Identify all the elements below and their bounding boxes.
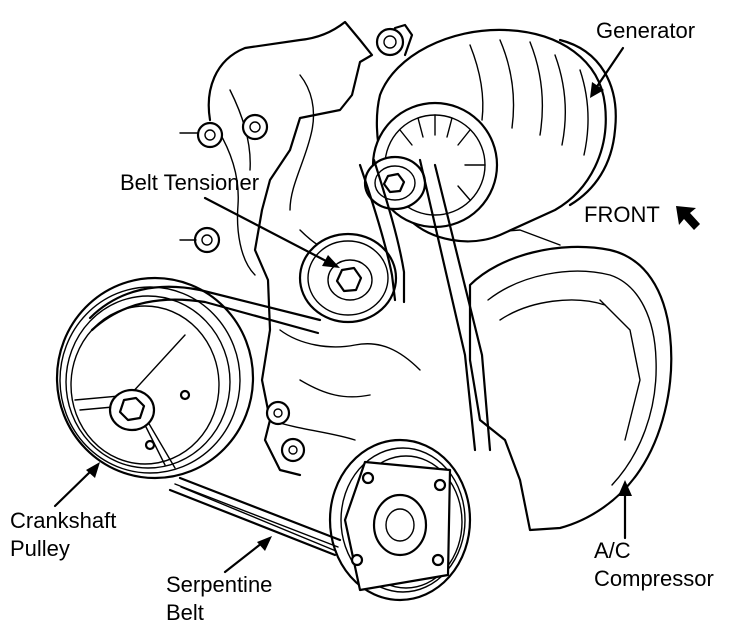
generator-body	[363, 28, 617, 243]
label-serpentine-line1: Serpentine	[166, 572, 272, 597]
label-crankshaft-line2: Pulley	[10, 536, 70, 561]
arrowhead-ac-compressor-icon	[618, 480, 632, 496]
callout-serpentine-belt: Serpentine Belt	[166, 536, 272, 625]
label-front: FRONT	[584, 202, 660, 227]
label-serpentine-line2: Belt	[166, 600, 204, 625]
arrowhead-crankshaft-icon	[86, 462, 100, 478]
arrowhead-serpentine-icon	[257, 536, 272, 551]
ac-compressor-body	[454, 229, 673, 532]
arrowhead-belt-tensioner-icon	[322, 255, 340, 268]
block-bolt-5	[280, 437, 306, 463]
arrowhead-generator-icon	[590, 82, 604, 98]
front-direction-arrow-icon	[676, 206, 700, 230]
block-bolt-2	[241, 113, 269, 141]
ac-compressor-pulley	[328, 438, 472, 602]
callout-belt-tensioner: Belt Tensioner	[120, 170, 340, 268]
label-belt-tensioner: Belt Tensioner	[120, 170, 259, 195]
block-bolt-4	[265, 400, 291, 426]
callout-front: FRONT	[584, 202, 700, 230]
block-bolt-1	[196, 121, 224, 149]
label-ac-line2: Compressor	[594, 566, 714, 591]
crankshaft-pulley	[55, 276, 255, 480]
label-crankshaft-line1: Crankshaft	[10, 508, 116, 533]
label-ac-line1: A/C	[594, 538, 631, 563]
callout-generator: Generator	[590, 18, 695, 98]
block-bolt-3	[193, 226, 221, 254]
belt-tensioner-pulley	[298, 232, 398, 324]
callout-crankshaft-pulley: Crankshaft Pulley	[10, 462, 116, 561]
label-generator: Generator	[596, 18, 695, 43]
serpentine-belt	[88, 158, 492, 557]
generator-pulley	[363, 155, 427, 211]
callout-ac-compressor: A/C Compressor	[594, 480, 714, 591]
